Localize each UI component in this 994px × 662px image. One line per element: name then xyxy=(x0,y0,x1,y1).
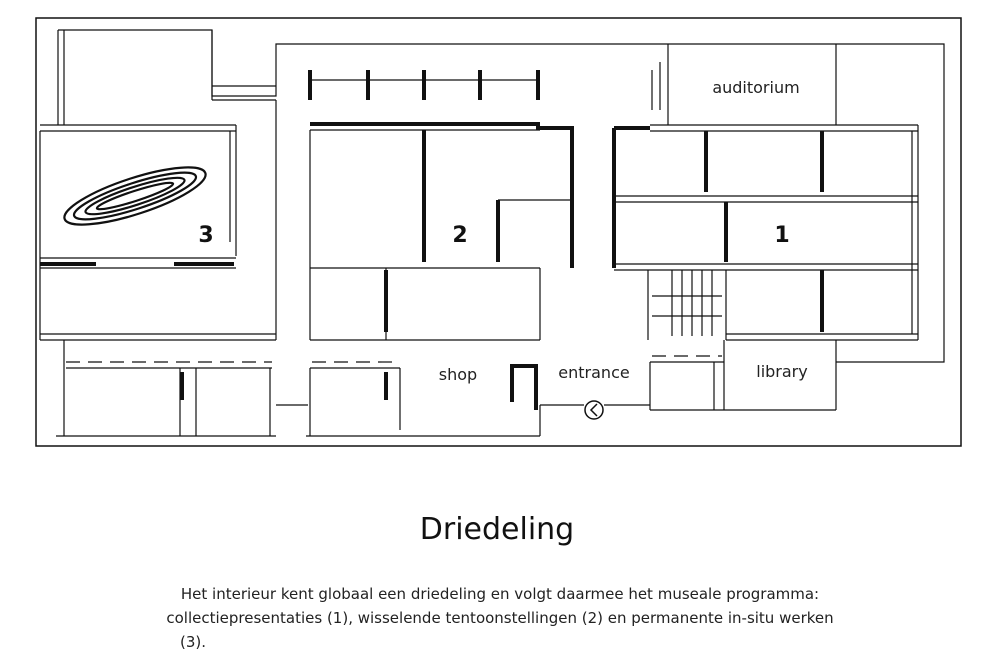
caption-line-2: collectiepresentaties (1), wisselende te… xyxy=(166,609,834,627)
caption-title: Driedeling xyxy=(419,512,575,547)
entrance-door-icon xyxy=(584,400,604,420)
label-auditorium: auditorium xyxy=(712,78,799,97)
caption-body: Het interieur kent globaal een driedelin… xyxy=(140,582,860,654)
caption-line-1: Het interieur kent globaal een driedelin… xyxy=(180,585,820,603)
plan-frame xyxy=(35,17,962,447)
zone-number-3: 3 xyxy=(198,223,213,248)
thick-walls xyxy=(40,70,824,410)
zone-number-2: 2 xyxy=(452,223,467,248)
label-entrance: entrance xyxy=(558,363,629,382)
caption-line-3: (3). xyxy=(180,633,207,651)
label-library: library xyxy=(756,362,807,381)
sculpture-artwork xyxy=(63,166,207,226)
floor-plan: auditorium shop entrance library 3 2 1 xyxy=(35,17,962,447)
label-shop: shop xyxy=(439,365,477,384)
dashed-partitions xyxy=(66,355,722,363)
floor-plan-drawing: auditorium shop entrance library 3 2 1 xyxy=(35,17,962,447)
thin-walls xyxy=(39,29,945,437)
zone-number-1: 1 xyxy=(774,223,789,248)
